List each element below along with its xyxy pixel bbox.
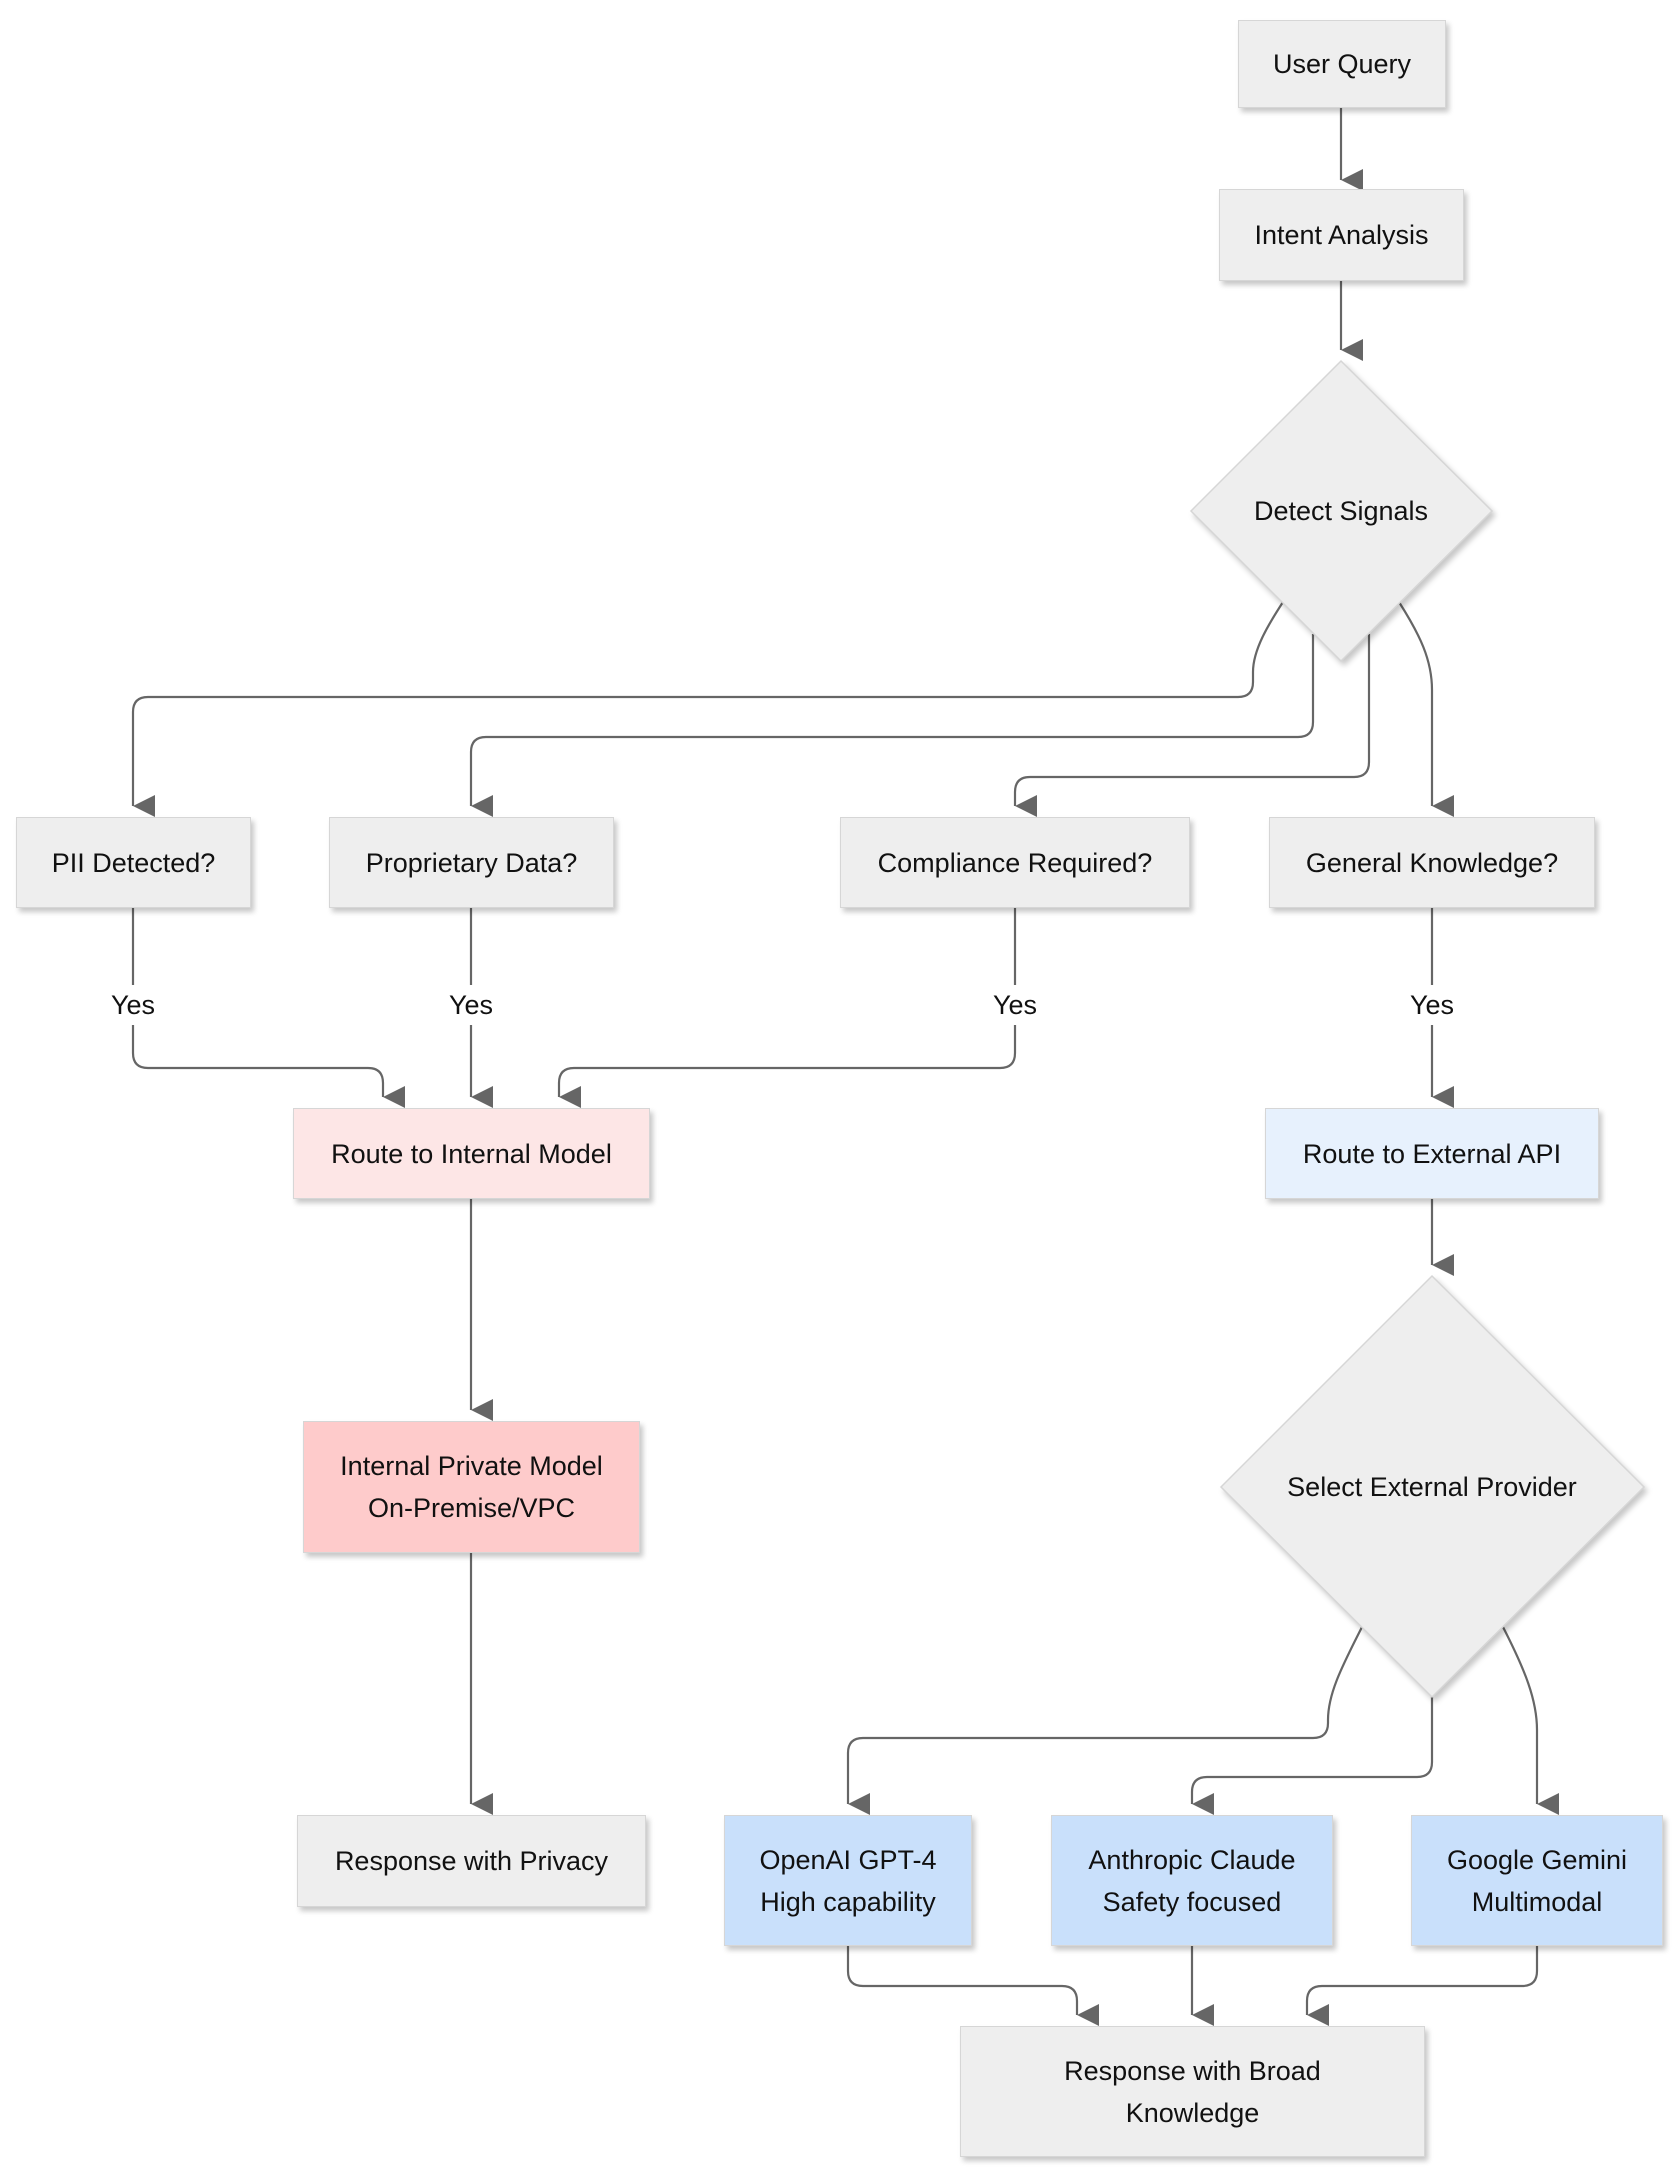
compliance-required-node[interactable]: Compliance Required?: [840, 817, 1190, 908]
openai-label: OpenAI GPT-4 High capability: [759, 1844, 937, 1917]
google-node[interactable]: Google Gemini Multimodal: [1411, 1815, 1663, 1946]
general-knowledge-label: General Knowledge?: [1305, 847, 1559, 878]
detect-signals-diamond: [1189, 359, 1494, 663]
edge-select-to-google: [1502, 1626, 1559, 1815]
edge-detect-to-compliance: [1013, 634, 1371, 817]
compliance-yes-label: Yes: [975, 985, 1055, 1025]
response-broad-node[interactable]: Response with Broad Knowledge: [960, 2026, 1425, 2157]
google-label: Google Gemini Multimodal: [1446, 1844, 1628, 1917]
edge-pii-to-internal: [131, 908, 405, 1108]
pii-yes-label: Yes: [93, 985, 173, 1025]
response-privacy-node[interactable]: Response with Privacy: [297, 1815, 646, 1907]
edge-compliance-to-internal: [557, 908, 1017, 1108]
user-query-node[interactable]: User Query: [1238, 20, 1446, 108]
edge-detect-to-pii: [131, 601, 1284, 817]
edge-select-to-openai: [846, 1626, 1363, 1815]
anthropic-node[interactable]: Anthropic Claude Safety focused: [1051, 1815, 1333, 1946]
user-query-label: User Query: [1272, 49, 1412, 79]
response-broad-label: Response with Broad Knowledge: [1064, 2055, 1321, 2128]
intent-analysis-node[interactable]: Intent Analysis: [1219, 189, 1464, 281]
route-external-node[interactable]: Route to External API: [1265, 1108, 1599, 1199]
edge-openai-to-broad-path: [846, 1946, 1099, 2026]
detect-signals-label: Detect Signals: [1253, 496, 1429, 526]
select-external-provider-diamond: [1219, 1274, 1646, 1699]
edge-select-to-anthropic: [1190, 1697, 1434, 1815]
intent-analysis-label: Intent Analysis: [1254, 220, 1429, 250]
edge-google-to-broad: [1305, 1946, 1539, 2026]
route-external-label: Route to External API: [1302, 1138, 1562, 1169]
pii-detected-label: PII Detected?: [51, 847, 216, 878]
select-external-provider-label: Select External Provider: [1287, 1472, 1577, 1502]
route-internal-node[interactable]: Route to Internal Model: [293, 1108, 650, 1199]
internal-private-model-label: Internal Private Model On-Premise/VPC: [340, 1451, 603, 1523]
edge-detect-to-general: [1398, 601, 1454, 817]
route-internal-label: Route to Internal Model: [331, 1138, 612, 1169]
proprietary-data-node[interactable]: Proprietary Data?: [329, 817, 614, 908]
general-knowledge-node[interactable]: General Knowledge?: [1269, 817, 1595, 908]
proprietary-yes-label: Yes: [431, 985, 511, 1025]
response-privacy-label: Response with Privacy: [334, 1846, 609, 1876]
compliance-required-label: Compliance Required?: [877, 847, 1153, 878]
edge-detect-to-proprietary: [469, 634, 1315, 817]
general-yes-label: Yes: [1392, 985, 1472, 1025]
proprietary-data-label: Proprietary Data?: [365, 847, 578, 878]
openai-node[interactable]: OpenAI GPT-4 High capability: [724, 1815, 972, 1946]
anthropic-label: Anthropic Claude Safety focused: [1088, 1844, 1296, 1917]
pii-detected-node[interactable]: PII Detected?: [16, 817, 251, 908]
internal-private-model-node[interactable]: Internal Private Model On-Premise/VPC: [303, 1421, 640, 1553]
